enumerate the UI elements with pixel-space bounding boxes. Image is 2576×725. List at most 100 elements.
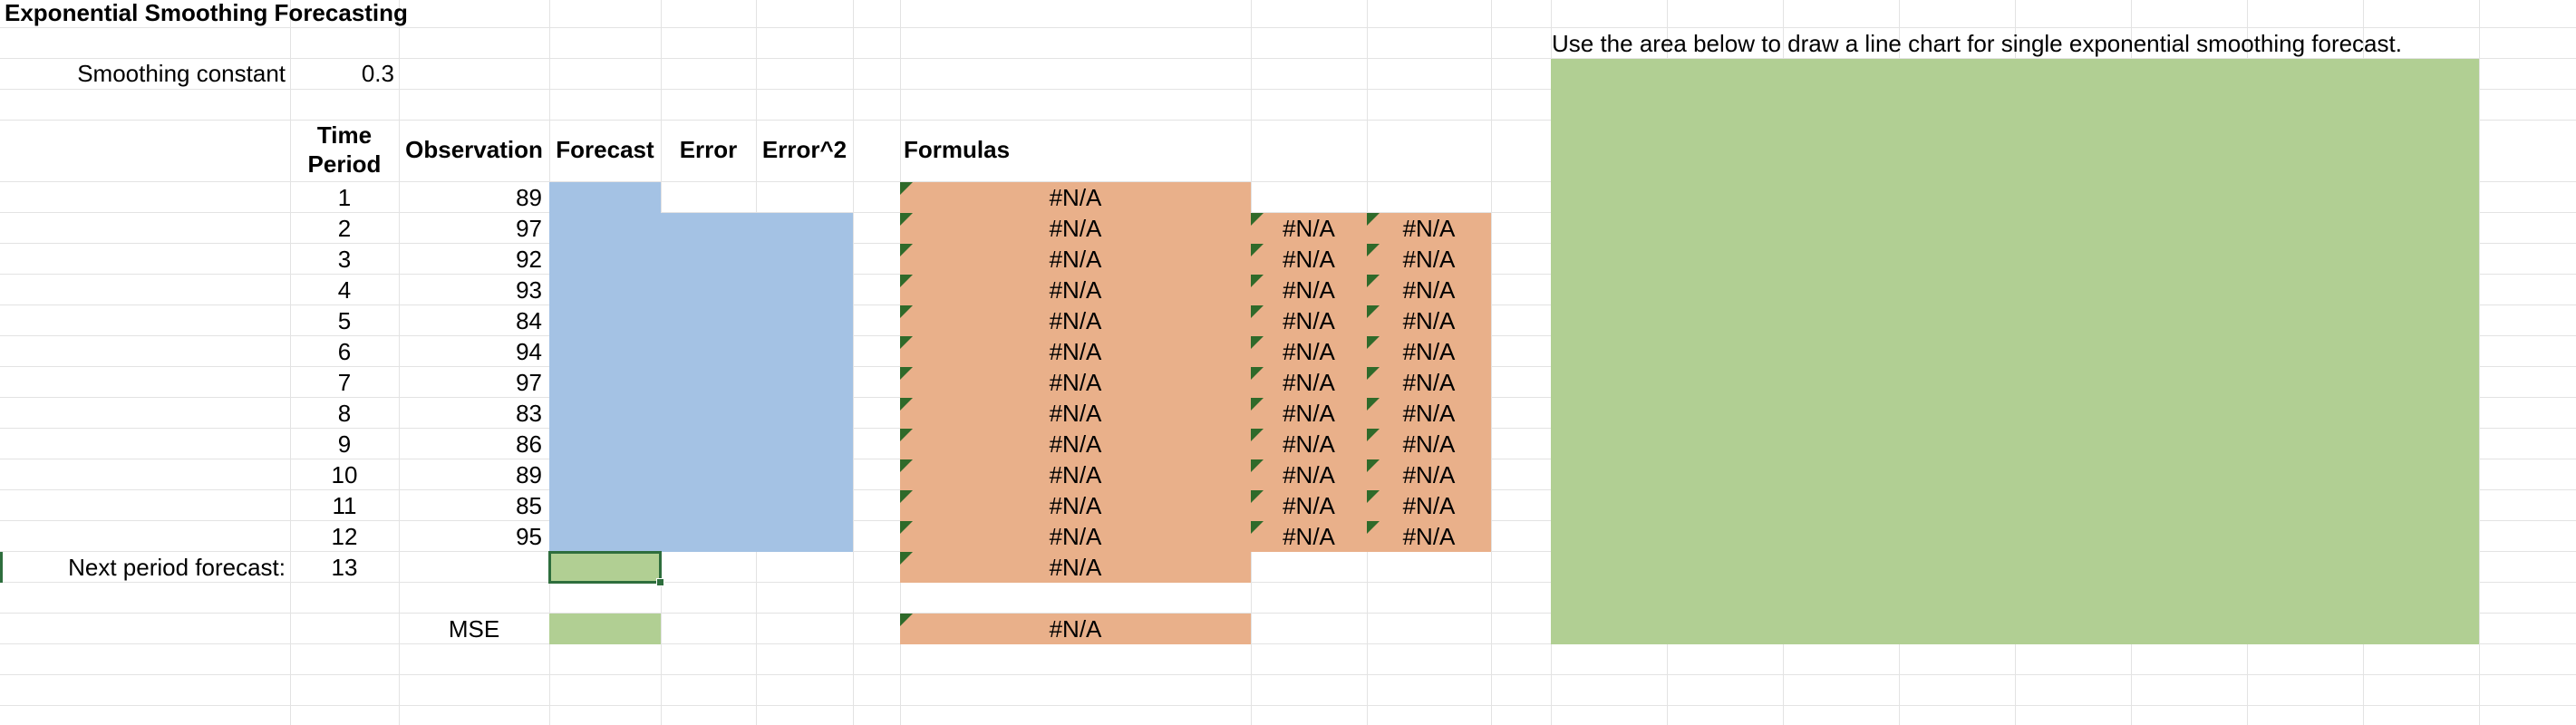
error-squared-formula-cell[interactable]: #N/A — [1402, 492, 1456, 519]
next-period-formula-cell[interactable] — [900, 552, 1251, 583]
error-squared-formula-cell[interactable]: #N/A — [1402, 461, 1456, 488]
formula-cell[interactable]: #N/A — [1049, 184, 1102, 211]
error-indicator-icon — [1367, 398, 1380, 411]
error-formula-cell[interactable]: #N/A — [1283, 215, 1335, 242]
error-indicator-icon — [1251, 213, 1264, 226]
time-period-cell[interactable]: 5 — [337, 307, 352, 334]
error-squared-formula-cell[interactable]: #N/A — [1402, 246, 1456, 273]
chart-drawing-area[interactable] — [1551, 59, 2479, 644]
error-squared-formula-cell[interactable]: #N/A — [1402, 215, 1456, 242]
formula-cell[interactable]: #N/A — [1049, 492, 1102, 519]
error-squared-formula-cell[interactable]: #N/A — [1402, 307, 1456, 334]
observation-cell[interactable]: 93 — [516, 276, 542, 304]
formula-cell[interactable]: #N/A — [1049, 276, 1102, 304]
header-time-period-line1: Time — [316, 121, 373, 149]
grid-row-line — [0, 705, 2576, 706]
sheet-title: Exponential Smoothing Forecasting — [5, 0, 408, 26]
active-row-indicator — [0, 552, 3, 583]
next-period-forecast-cell[interactable] — [549, 552, 661, 583]
formula-cell[interactable]: #N/A — [1049, 461, 1102, 488]
error-indicator-icon — [1251, 398, 1264, 411]
mse-formula-cell[interactable] — [900, 614, 1251, 644]
observation-cell[interactable]: 95 — [516, 523, 542, 550]
error-indicator-icon — [1251, 459, 1264, 472]
grid-row-line — [0, 643, 2576, 644]
formula-cell[interactable]: #N/A — [1049, 338, 1102, 365]
error-squared-formula-cell[interactable]: #N/A — [1402, 430, 1456, 458]
mse-cell[interactable] — [549, 614, 661, 644]
time-period-cell[interactable]: 11 — [332, 492, 357, 519]
error-squared-formula-cell[interactable]: #N/A — [1402, 338, 1456, 365]
error-formula-cell[interactable]: #N/A — [1283, 369, 1335, 396]
error-indicator-icon — [1251, 305, 1264, 318]
error-indicator-icon — [1367, 336, 1380, 349]
error-formula-cell[interactable]: #N/A — [1283, 307, 1335, 334]
error-formula-cell[interactable]: #N/A — [1283, 523, 1335, 550]
fill-handle[interactable] — [656, 578, 664, 586]
next-period-number[interactable]: 13 — [331, 554, 358, 581]
formula-cell[interactable]: #N/A — [1049, 215, 1102, 242]
time-period-cell[interactable]: 9 — [337, 430, 352, 458]
observation-cell[interactable]: 97 — [516, 369, 542, 396]
formula-cell[interactable]: #N/A — [1049, 400, 1102, 427]
error-indicator-icon — [1251, 429, 1264, 441]
error-indicator-icon — [1251, 490, 1264, 503]
observation-cell[interactable]: 86 — [516, 430, 542, 458]
time-period-cell[interactable]: 12 — [331, 523, 358, 550]
error-columns-range[interactable] — [661, 213, 853, 552]
header-time-period-line2: Period — [307, 150, 382, 178]
observation-cell[interactable]: 83 — [516, 400, 542, 427]
grid-column-line — [1491, 0, 1492, 725]
time-period-cell[interactable]: 8 — [337, 400, 352, 427]
smoothing-constant-value[interactable]: 0.3 — [361, 60, 394, 87]
error-squared-formula-cell[interactable]: #N/A — [1402, 523, 1456, 550]
formula-cell[interactable]: #N/A — [1049, 307, 1102, 334]
error-squared-formula-cell[interactable]: #N/A — [1402, 400, 1456, 427]
observation-cell[interactable]: 97 — [516, 215, 542, 242]
forecast-column-range[interactable] — [549, 182, 661, 552]
error-formula-cell[interactable]: #N/A — [1283, 400, 1335, 427]
error-indicator-icon — [900, 336, 913, 349]
formula-cell[interactable]: #N/A — [1049, 246, 1102, 273]
error-formula-cell[interactable]: #N/A — [1283, 246, 1335, 273]
grid-row-line — [0, 582, 2576, 583]
time-period-cell[interactable]: 3 — [337, 246, 352, 273]
header-error-squared: Error^2 — [761, 136, 847, 163]
header-error: Error — [679, 136, 738, 163]
error-indicator-icon — [900, 182, 913, 195]
error-formula-cell[interactable]: #N/A — [1283, 461, 1335, 488]
header-observation: Observation — [405, 136, 543, 163]
observation-cell[interactable]: 94 — [516, 338, 542, 365]
error-squared-formula-cell[interactable]: #N/A — [1402, 276, 1456, 304]
error-formula-cell[interactable]: #N/A — [1283, 430, 1335, 458]
time-period-cell[interactable]: 1 — [337, 184, 352, 211]
time-period-cell[interactable]: 7 — [337, 369, 352, 396]
error-indicator-icon — [900, 213, 913, 226]
time-period-cell[interactable]: 4 — [337, 276, 352, 304]
error-indicator-icon — [900, 552, 913, 565]
error-formula-cell[interactable]: #N/A — [1283, 276, 1335, 304]
grid-row-line — [0, 58, 2576, 59]
error-indicator-icon — [1251, 275, 1264, 287]
error-formula-cell[interactable]: #N/A — [1283, 492, 1335, 519]
formula-cell[interactable]: #N/A — [1049, 430, 1102, 458]
grid-row-line — [0, 181, 2576, 182]
error-indicator-icon — [900, 398, 913, 411]
time-period-cell[interactable]: 6 — [337, 338, 352, 365]
error-squared-formula-cell[interactable]: #N/A — [1402, 369, 1456, 396]
grid-column-line — [290, 0, 291, 725]
time-period-cell[interactable]: 10 — [331, 461, 358, 488]
formula-cell[interactable]: #N/A — [1049, 369, 1102, 396]
observation-cell[interactable]: 92 — [516, 246, 542, 273]
next-period-formula-value: #N/A — [1049, 554, 1102, 581]
formula-column-range[interactable] — [900, 182, 1251, 552]
observation-cell[interactable]: 85 — [516, 492, 542, 519]
time-period-cell[interactable]: 2 — [337, 215, 352, 242]
observation-cell[interactable]: 84 — [516, 307, 542, 334]
observation-cell[interactable]: 89 — [516, 461, 542, 488]
formula-cell[interactable]: #N/A — [1049, 523, 1102, 550]
error-formula-cell[interactable]: #N/A — [1283, 338, 1335, 365]
observation-cell[interactable]: 89 — [516, 184, 542, 211]
error-indicator-icon — [900, 244, 913, 256]
